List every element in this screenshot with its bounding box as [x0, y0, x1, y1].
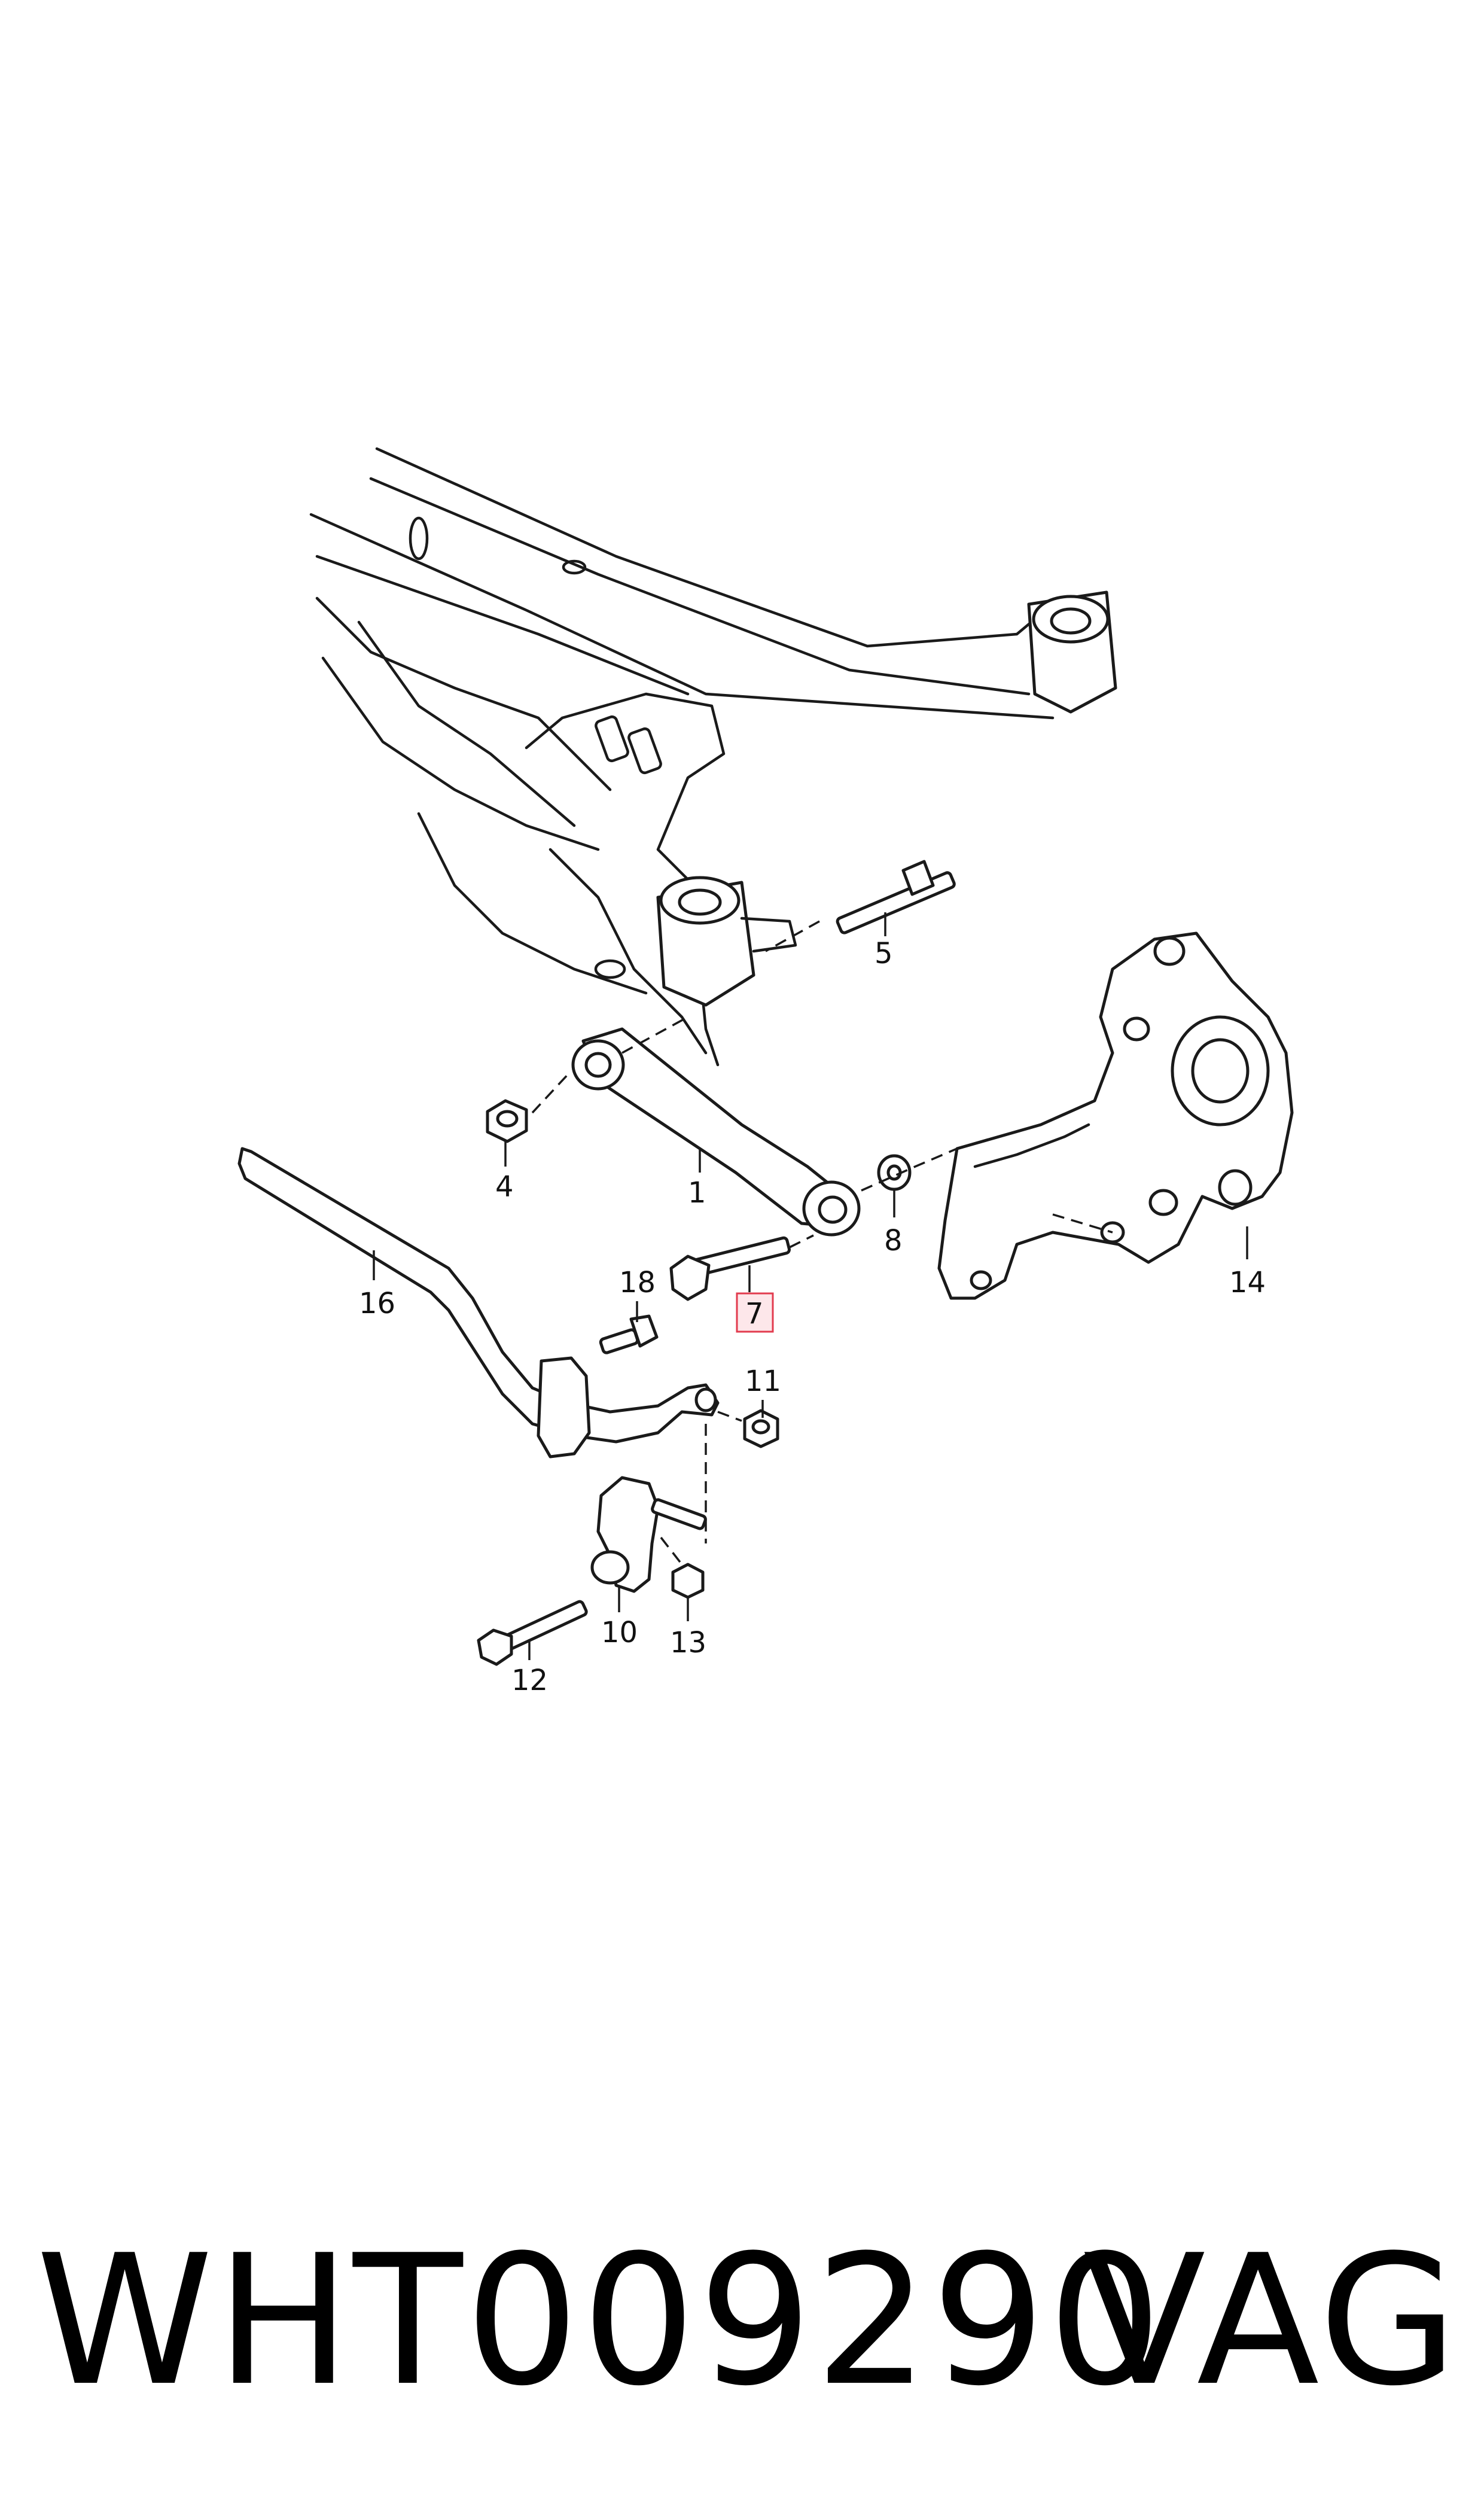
brand-label: VAG: [1083, 2216, 1460, 2425]
callout-5: 5: [874, 937, 893, 970]
coupling-rod-part-10: [590, 1476, 707, 1593]
callout-13: 13: [670, 1626, 706, 1660]
callout-1: 1: [688, 1176, 706, 1210]
upper-bushing-mount: [1027, 590, 1117, 714]
lower-bushing-mount: [656, 876, 797, 1007]
callouts: 1 4 5 7 8 10 11 12 13 14 16 18: [359, 937, 1266, 1697]
bolt-part-5: [765, 860, 956, 952]
bolt-part-12: [477, 1600, 588, 1666]
stabilizer-bar-part-16: [237, 1147, 720, 1459]
callout-14: 14: [1229, 1266, 1266, 1299]
nut-part-11: [717, 1409, 779, 1448]
callout-12: 12: [511, 1664, 548, 1697]
callout-11: 11: [745, 1365, 781, 1398]
nut-part-13: [660, 1536, 705, 1599]
callout-16: 16: [359, 1287, 395, 1320]
bolt-part-7: [669, 1234, 814, 1301]
wheel-carrier-part-14: [937, 931, 1294, 1300]
callout-4: 4: [495, 1170, 514, 1204]
footer: WHT009290 VAG: [0, 2213, 1484, 2429]
callout-7: 7: [745, 1297, 764, 1330]
bolt-part-18: [599, 1314, 659, 1354]
part-number: WHT009290: [36, 2216, 1165, 2425]
callout-18: 18: [619, 1266, 656, 1299]
highlight-box-7: [736, 1292, 774, 1333]
callout-10: 10: [601, 1616, 638, 1649]
nut-part-4: [486, 1070, 572, 1143]
control-arm-part-1: [571, 1016, 861, 1237]
callout-8: 8: [884, 1224, 903, 1258]
leader-lines: [373, 912, 1248, 1660]
washer-part-8: [861, 1147, 958, 1192]
